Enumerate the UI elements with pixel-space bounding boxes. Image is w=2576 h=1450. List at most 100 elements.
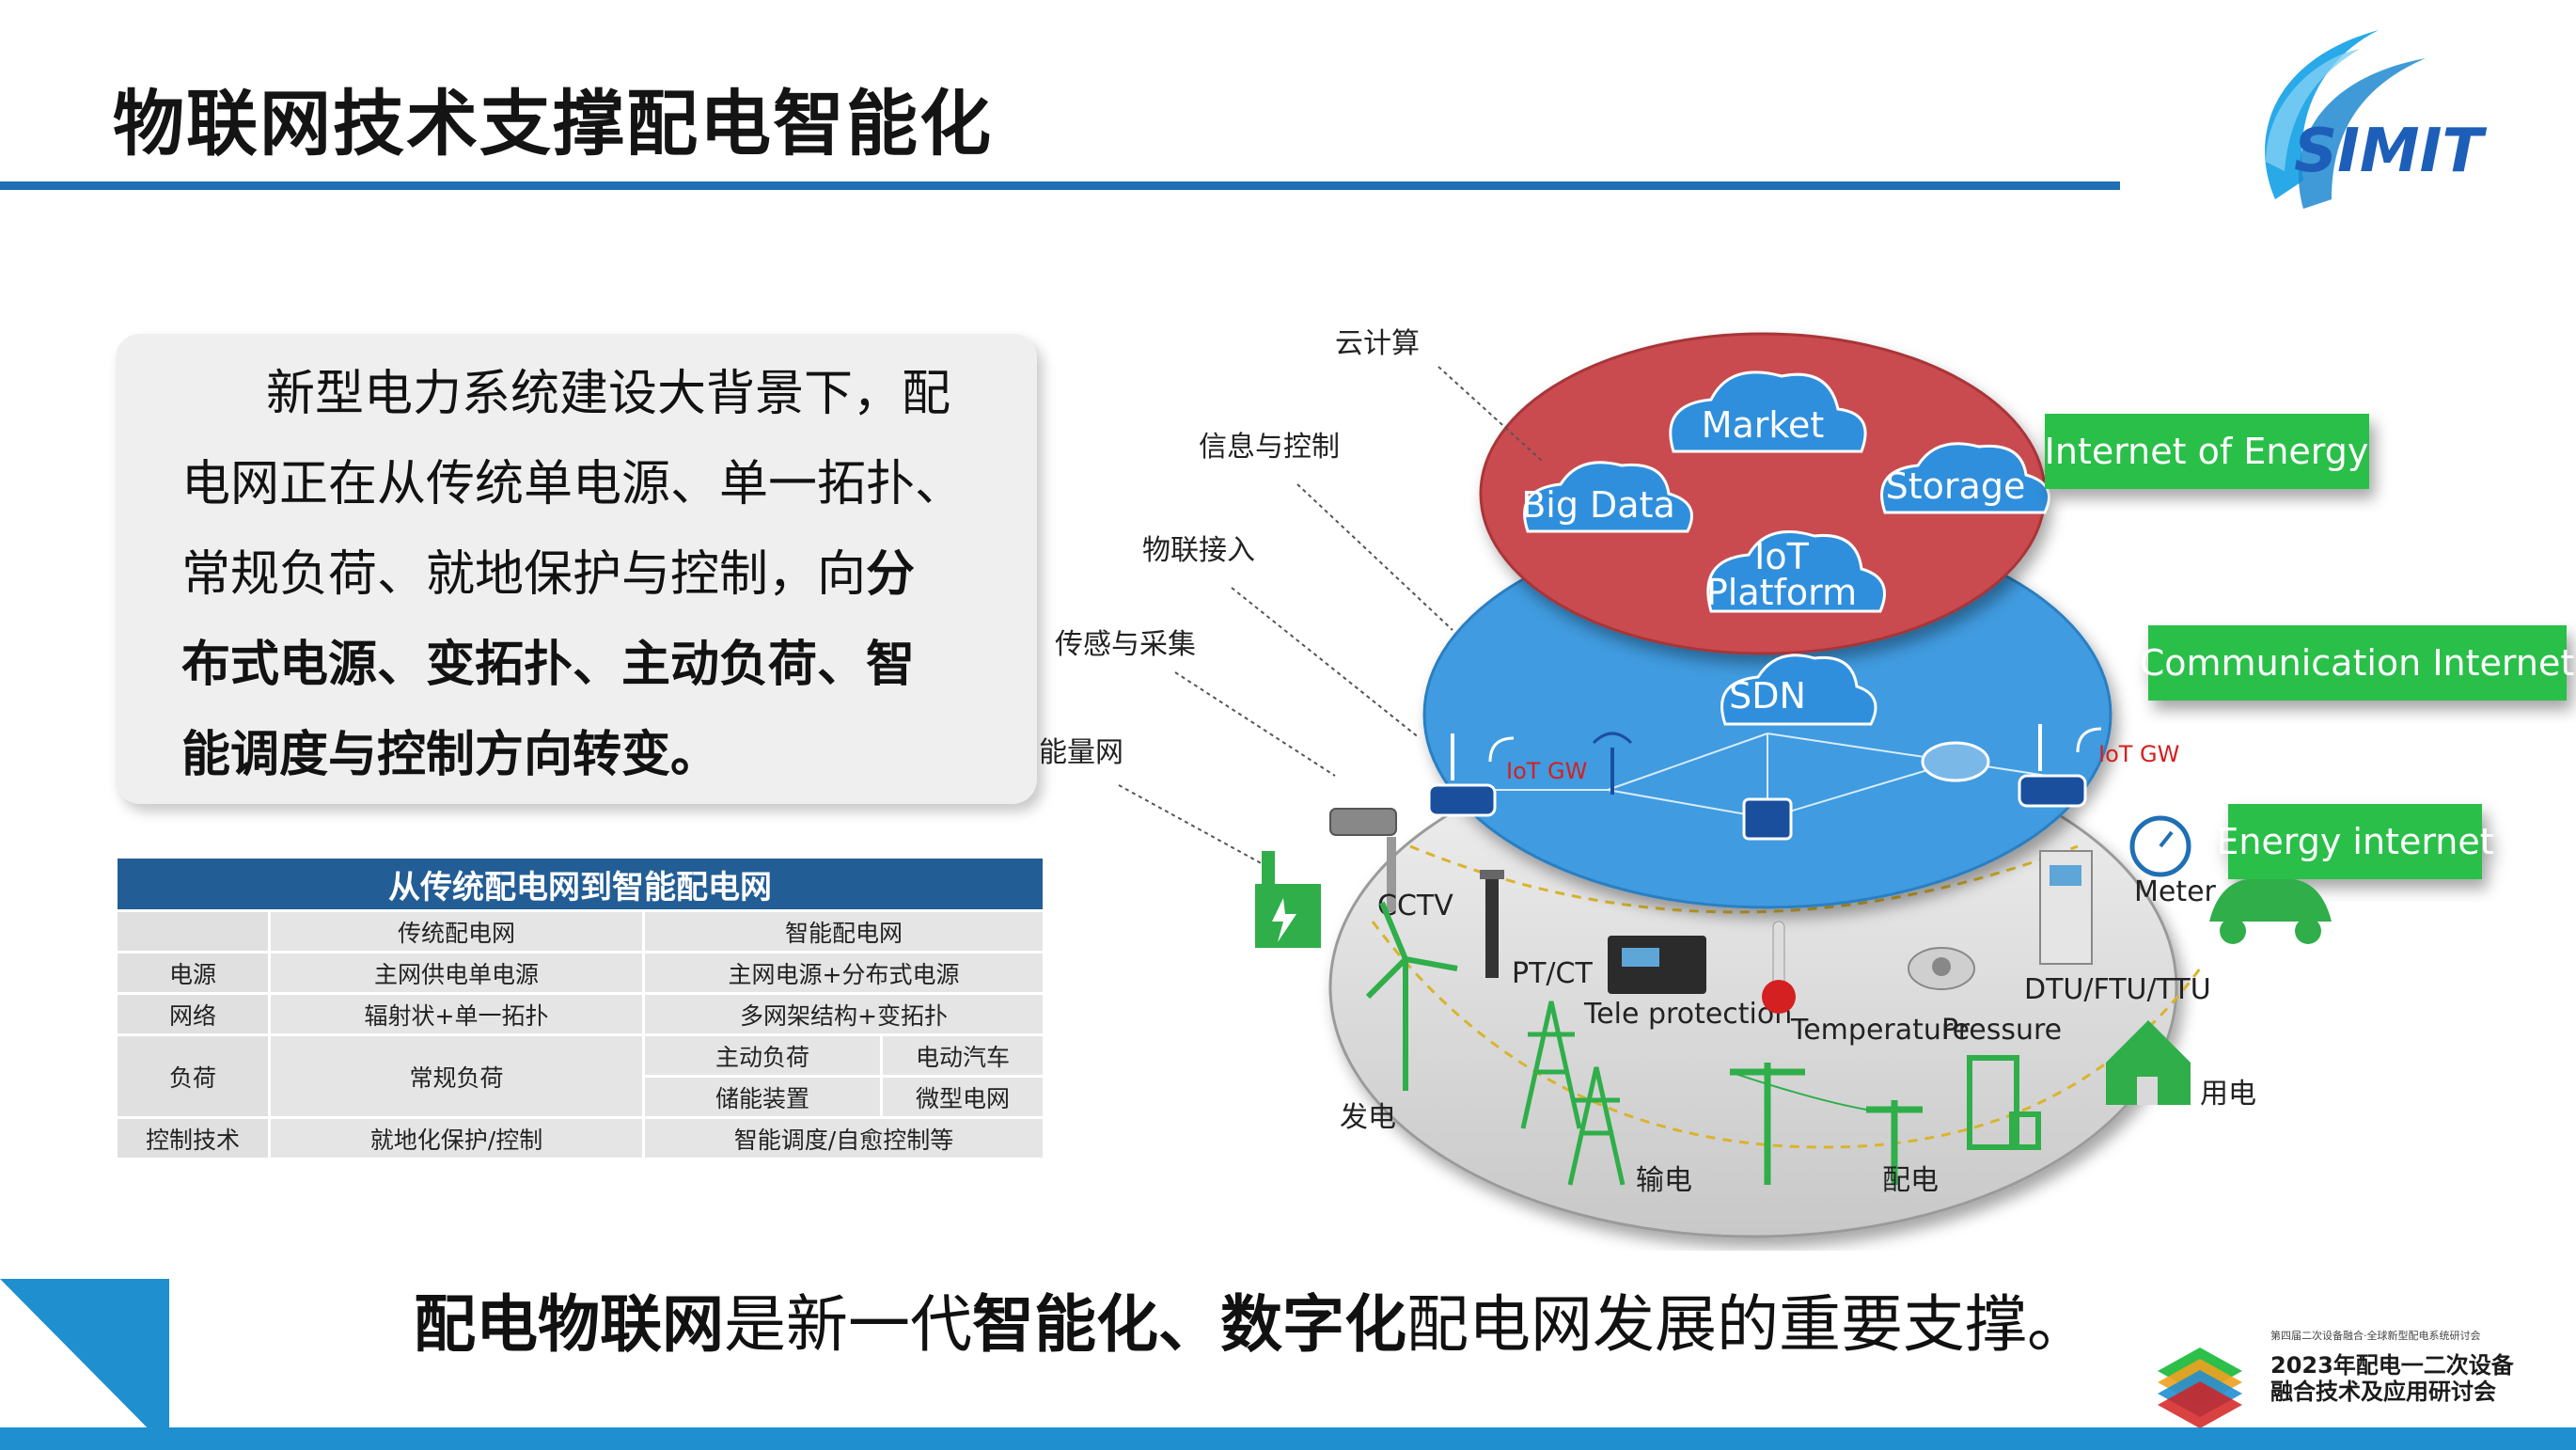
cell-load-storage: 储能装置 bbox=[645, 1078, 880, 1116]
cloud-storage: Storage bbox=[1880, 442, 2050, 514]
communication-internet-text: Communication Internet bbox=[2140, 642, 2574, 684]
row-label-load: 负荷 bbox=[118, 1036, 268, 1116]
table-row: 电源 主网供电单电源 主网电源+分布式电源 bbox=[118, 954, 1043, 992]
energy-internet-text: Energy internet bbox=[2216, 821, 2493, 862]
intro-textbox: 新型电力系统建设大背景下，配 电网正在从传统单电源、单一拓扑、 常规负荷、就地保… bbox=[116, 334, 1037, 804]
transmission-tower-icon bbox=[1520, 1001, 1626, 1186]
label-info-control: 信息与控制 bbox=[1199, 431, 1340, 464]
conference-year: 2023年配电一二次设备 bbox=[2270, 1352, 2514, 1379]
iot-layer-diagram: Market Big Data Storage IoT Platform SDN… bbox=[1039, 327, 2574, 1238]
cell-control-smart: 智能调度/自愈控制等 bbox=[645, 1119, 1043, 1158]
temperature-label: Temperature bbox=[1790, 1014, 1970, 1047]
cell-network-smart: 多网架结构+变拓扑 bbox=[645, 995, 1043, 1033]
intro-line-5: 能调度与控制方向转变。 bbox=[181, 727, 720, 783]
cell-load-active: 主动负荷 bbox=[645, 1036, 880, 1075]
footer-band bbox=[0, 1427, 2576, 1450]
gateway-left-label: IoT GW bbox=[1506, 758, 1587, 784]
table-row: 控制技术 就地化保护/控制 智能调度/自愈控制等 bbox=[118, 1119, 1043, 1158]
gateway-right-icon bbox=[2018, 724, 2102, 808]
building-icon bbox=[1967, 1055, 2041, 1150]
segment-consumption: 用电 bbox=[2200, 1078, 2256, 1111]
comparison-table: 从传统配电网到智能配电网 传统配电网 智能配电网 电源 主网供电单电源 主网电源… bbox=[118, 856, 1043, 1160]
switch-icon bbox=[1742, 797, 1793, 841]
meter-label: Meter bbox=[2134, 875, 2217, 908]
segment-transmission: 输电 bbox=[1636, 1164, 1692, 1197]
label-sensing: 传感与采集 bbox=[1055, 628, 1196, 661]
cloud-market: Market bbox=[1669, 370, 1867, 453]
label-energy-net: 能量网 bbox=[1039, 736, 1123, 769]
cell-load-traditional: 常规负荷 bbox=[271, 1036, 642, 1116]
cell-power-traditional: 主网供电单电源 bbox=[271, 954, 642, 992]
row-label-power: 电源 bbox=[118, 954, 268, 992]
row-label-network: 网络 bbox=[118, 995, 268, 1033]
conference-small-text: 第四届二次设备融合·全球新型配电系统研讨会 bbox=[2270, 1330, 2481, 1342]
layer-label-energy-internet: Energy internet bbox=[2216, 804, 2494, 879]
meter-icon bbox=[2129, 815, 2191, 877]
intro-line-3-regular: 常规负荷、就地保护与控制，向 bbox=[181, 546, 867, 603]
column-header-smart: 智能配电网 bbox=[645, 912, 1043, 951]
layer-label-internet-of-energy: Internet of Energy bbox=[2045, 414, 2369, 489]
cctv-icon bbox=[1329, 808, 1397, 912]
segment-generation: 发电 bbox=[1340, 1101, 1396, 1134]
energy-flow-line bbox=[1371, 921, 2202, 1149]
tele-protection-icon bbox=[1608, 936, 1706, 994]
simit-logo: SIMIT bbox=[2265, 30, 2487, 209]
table-title: 从传统配电网到智能配电网 bbox=[118, 859, 1043, 909]
bottom-statement: 配电物联网是新一代智能化、数字化配电网发展的重要支撑。 bbox=[414, 1274, 2089, 1364]
pressure-label: Pressure bbox=[1941, 1014, 2062, 1047]
segment-distribution: 配电 bbox=[1882, 1164, 1939, 1197]
iot-platform-label-1: IoT bbox=[1754, 536, 1809, 577]
gateway-left-icon bbox=[1427, 733, 1515, 817]
table-corner bbox=[118, 912, 268, 951]
cloud-sdn: SDN bbox=[1720, 654, 1877, 726]
ptct-icon bbox=[1480, 870, 1504, 978]
conference-name: 融合技术及应用研讨会 bbox=[2270, 1379, 2496, 1405]
table-row: 网络 辐射状+单一拓扑 多网架结构+变拓扑 bbox=[118, 995, 1043, 1033]
label-iot-access: 物联接入 bbox=[1142, 534, 1255, 567]
cell-control-traditional: 就地化保护/控制 bbox=[271, 1119, 642, 1158]
logo-text: SIMIT bbox=[2294, 117, 2487, 186]
iot-platform-label-2: Platform bbox=[1706, 572, 1857, 613]
conference-logo bbox=[2158, 1348, 2242, 1427]
electric-car-icon bbox=[2209, 879, 2332, 944]
energy-flow-line bbox=[1409, 844, 2079, 914]
power-plant-icon bbox=[1255, 851, 1321, 948]
utility-pole-icon bbox=[1729, 1063, 1923, 1185]
cell-network-traditional: 辐射状+单一拓扑 bbox=[271, 995, 642, 1033]
cell-load-ev: 电动汽车 bbox=[883, 1036, 1043, 1075]
cell-power-smart: 主网电源+分布式电源 bbox=[645, 954, 1043, 992]
big-data-label: Big Data bbox=[1521, 484, 1675, 526]
ptct-label: PT/CT bbox=[1512, 957, 1593, 990]
cloud-big-data: Big Data bbox=[1521, 461, 1693, 533]
house-icon bbox=[2106, 1020, 2191, 1105]
column-header-traditional: 传统配电网 bbox=[271, 912, 642, 951]
bottom-text-2: 是新一代 bbox=[724, 1288, 972, 1361]
intro-line-2: 电网正在从传统单电源、单一拓扑、 bbox=[181, 456, 965, 512]
pressure-sensor-icon bbox=[1908, 947, 1975, 990]
page-title: 物联网技术支撑配电智能化 bbox=[113, 82, 993, 165]
label-cloud-computing: 云计算 bbox=[1335, 327, 1420, 360]
bottom-term-smart: 智能化、数字化 bbox=[972, 1288, 1406, 1361]
router-icon bbox=[1921, 741, 1990, 782]
table-row: 储能装置 微型电网 bbox=[118, 1078, 1043, 1116]
table-row: 负荷 常规负荷 主动负荷 电动汽车 bbox=[118, 1036, 1043, 1116]
internet-of-energy-text: Internet of Energy bbox=[2045, 431, 2369, 472]
cloud-iot-platform: IoT Platform bbox=[1706, 530, 1886, 613]
gateway-right-label: IoT GW bbox=[2098, 741, 2179, 767]
bottom-text-4: 配电网发展的重要支撑。 bbox=[1406, 1288, 2089, 1361]
market-label: Market bbox=[1702, 404, 1825, 446]
table-row: 传统配电网 智能配电网 bbox=[118, 912, 1043, 951]
layer-label-communication-internet: Communication Internet bbox=[2140, 625, 2574, 701]
intro-line-3-bold: 分 bbox=[866, 546, 916, 603]
storage-label: Storage bbox=[1886, 465, 2026, 507]
dtu-cabinet-icon bbox=[2039, 850, 2093, 965]
antenna-icon bbox=[1592, 732, 1633, 795]
row-label-control: 控制技术 bbox=[118, 1119, 268, 1158]
wind-turbine-icon bbox=[1365, 901, 1458, 1091]
tele-protection-label: Tele protection bbox=[1583, 998, 1792, 1031]
corner-decoration bbox=[0, 1279, 169, 1450]
sdn-label: SDN bbox=[1729, 675, 1806, 717]
thermometer-icon bbox=[1762, 921, 1796, 1014]
cell-load-microgrid: 微型电网 bbox=[883, 1078, 1043, 1116]
bottom-term-iot: 配电物联网 bbox=[414, 1288, 724, 1361]
